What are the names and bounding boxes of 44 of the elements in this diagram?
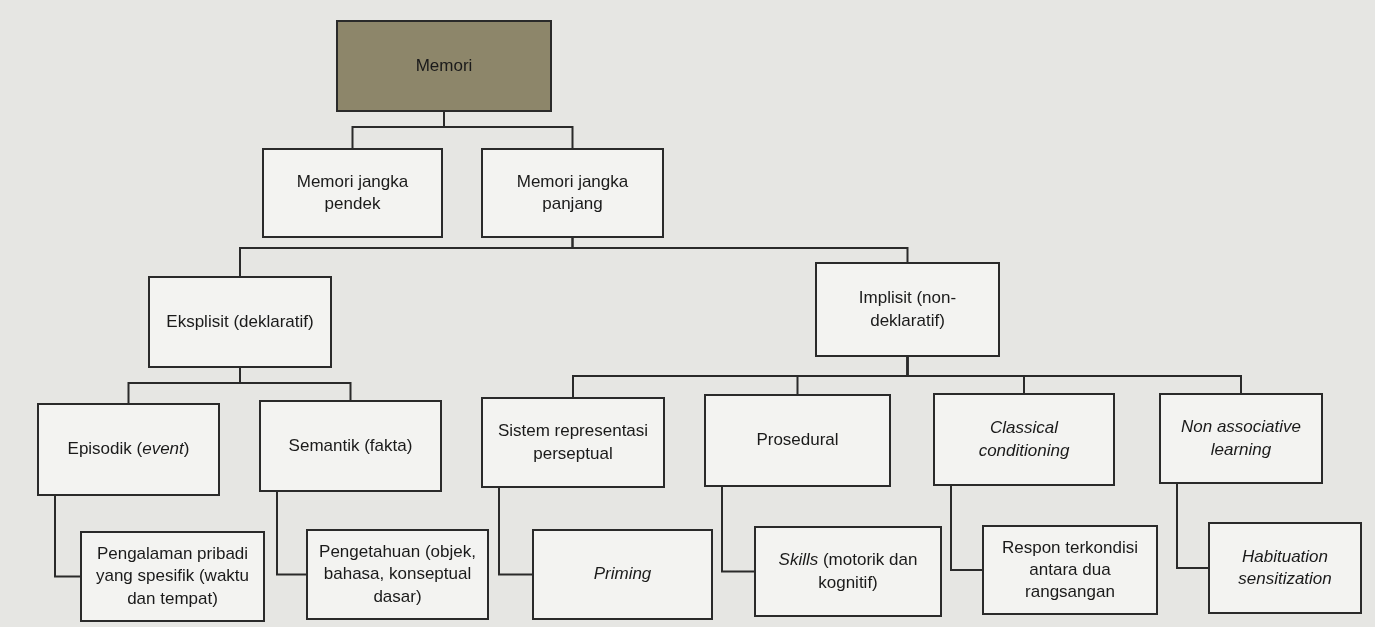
category-box bbox=[37, 403, 220, 496]
category-box bbox=[481, 148, 664, 238]
connector-line bbox=[950, 485, 983, 571]
connector-line bbox=[239, 367, 352, 401]
category-box bbox=[933, 393, 1115, 486]
category-box bbox=[262, 148, 443, 238]
category-box bbox=[148, 276, 332, 368]
connector-line bbox=[571, 237, 909, 263]
category-box bbox=[259, 400, 442, 492]
box-label: Non associative learning bbox=[1180, 416, 1302, 461]
connector-line bbox=[906, 356, 1242, 394]
box-label: Classical conditioning bbox=[977, 417, 1071, 462]
connector-line bbox=[54, 495, 81, 578]
box-label: Pengalaman pribadi yang spesifik (waktu dan tempat) bbox=[94, 543, 251, 610]
category-box bbox=[532, 529, 713, 620]
category-box bbox=[754, 526, 942, 617]
root-box bbox=[336, 20, 552, 112]
box-label: Skills (motorik dan kognitif) bbox=[777, 549, 919, 594]
box-label: Episodik (event) bbox=[67, 438, 190, 461]
box-label: Habituation sensitization bbox=[1237, 545, 1333, 590]
category-box bbox=[815, 262, 1000, 357]
connector-line bbox=[276, 491, 307, 576]
connector-line bbox=[1176, 483, 1209, 569]
category-box bbox=[306, 529, 489, 620]
box-label: Implisit (non-deklaratif) bbox=[857, 287, 958, 332]
box-label: Pengetahuan (objek, bahasa, konseptual dasar) bbox=[318, 541, 477, 608]
connector-line bbox=[498, 487, 533, 576]
category-box bbox=[80, 531, 265, 622]
connector-line bbox=[721, 486, 755, 573]
box-label: Eksplisit (deklaratif) bbox=[166, 310, 314, 333]
box-label: Prosedural bbox=[756, 429, 839, 452]
box-label: Memori bbox=[415, 54, 473, 77]
category-box bbox=[704, 394, 891, 487]
connector-line bbox=[443, 111, 574, 149]
category-box bbox=[982, 525, 1158, 615]
category-box bbox=[481, 397, 665, 488]
box-label: Semantik (fakta) bbox=[288, 434, 413, 457]
box-label: Memori jangka panjang bbox=[515, 170, 630, 215]
box-label: Memori jangka pendek bbox=[295, 170, 410, 215]
category-box bbox=[1159, 393, 1323, 484]
box-label: Priming bbox=[593, 563, 652, 586]
box-label: Sistem representasi perseptual bbox=[496, 420, 650, 465]
box-label: Respon terkondisi antara dua rangsangan bbox=[1000, 536, 1140, 604]
category-box bbox=[1208, 522, 1362, 614]
